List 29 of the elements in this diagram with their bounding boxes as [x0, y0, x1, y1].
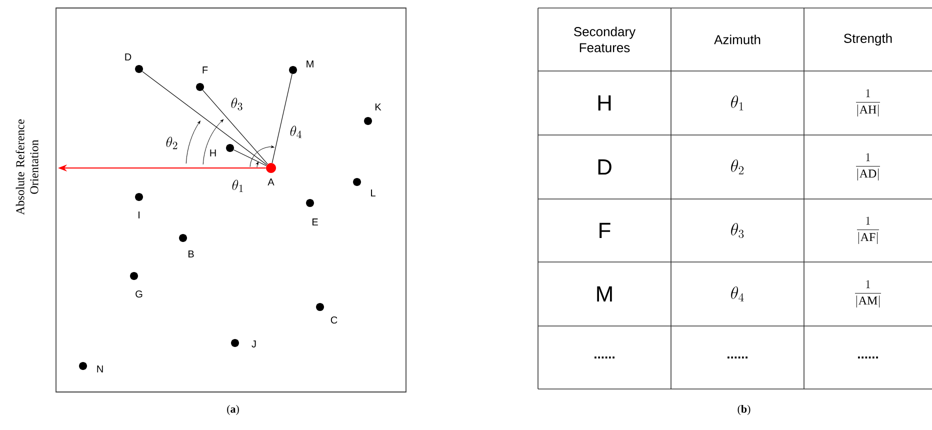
table-cell: $\theta_1$	[731, 96, 744, 110]
angle-label: $\theta_1$	[232, 180, 243, 192]
table-cell: D	[598, 159, 612, 175]
table-cell: M	[597, 286, 612, 302]
table-cell: H	[598, 95, 611, 111]
table-cell: ......	[728, 356, 748, 358]
table-cell: $\theta_2$	[731, 160, 744, 174]
table-cell: $\frac{1}{|\mathrm{AH}|}$	[856, 89, 880, 117]
connector-line	[272, 74, 292, 164]
angle-label: $\theta_2$	[166, 136, 178, 150]
column-header: Azimuth	[714, 34, 760, 44]
table-cell: ......	[858, 356, 878, 358]
angle-label: $\theta_4$	[290, 126, 302, 138]
table-cell: $\frac{1}{|\mathrm{AM}|}$	[855, 280, 881, 308]
connector-line	[233, 150, 267, 166]
angle-label: $\theta_3$	[231, 98, 242, 110]
table-cell: $\frac{1}{|\mathrm{AF}|}$	[857, 216, 879, 244]
column-header: Strength	[844, 33, 892, 46]
connector-line	[202, 90, 268, 164]
table-cell: $\frac{1}{|\mathrm{AD}|}$	[856, 153, 880, 181]
column-header: Secondary Features	[574, 26, 636, 52]
connector-line	[142, 71, 268, 166]
panel-caption: (b)	[738, 405, 750, 415]
table-cell: $\theta_3$	[731, 223, 744, 238]
table-cell: $\theta_4$	[731, 286, 744, 302]
table-cell: ......	[594, 356, 614, 358]
table-cell: F	[600, 222, 610, 238]
axis-title: Absolute Reference Orientation	[16, 119, 38, 215]
panel-caption: (a)	[227, 405, 239, 415]
